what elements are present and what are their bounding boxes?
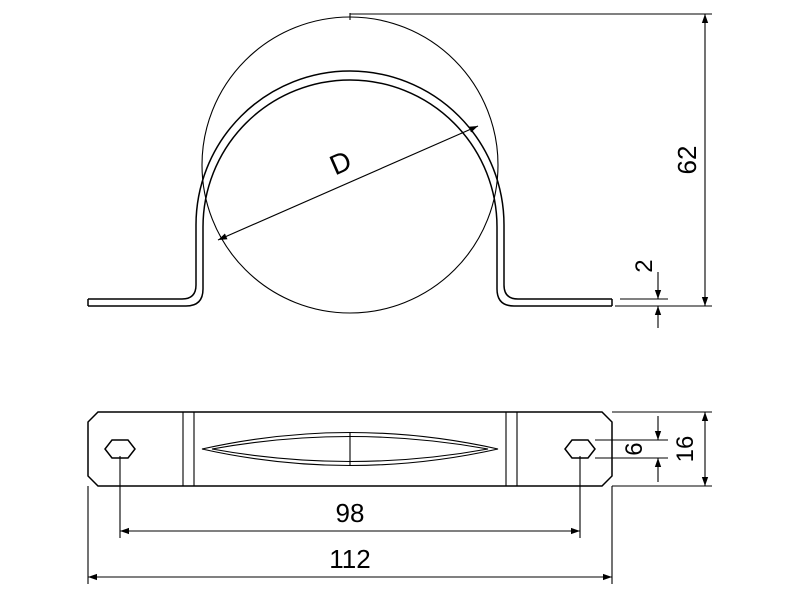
- height-label: 62: [672, 146, 702, 175]
- diameter-label: D: [325, 145, 356, 182]
- plan-view: 6 16 98 112: [87, 411, 712, 584]
- center-slot-outer: [201, 431, 499, 467]
- strap-width-label: 16: [672, 436, 699, 463]
- front-view: D 62 2: [87, 13, 712, 328]
- clamp-strap-outer: [88, 70, 612, 300]
- slot-width-label: 6: [621, 442, 648, 455]
- center-slot-inner: [211, 435, 489, 463]
- diameter-dimension-line: [217, 125, 479, 241]
- overall-length-label: 112: [329, 544, 370, 574]
- thickness-label: 2: [631, 259, 658, 272]
- mounting-hole-left: [104, 439, 136, 459]
- hole-spacing-label: 98: [336, 498, 365, 528]
- mounting-hole-right: [564, 439, 596, 459]
- strap-outline: [87, 411, 613, 487]
- clamp-strap-inner: [88, 79, 612, 307]
